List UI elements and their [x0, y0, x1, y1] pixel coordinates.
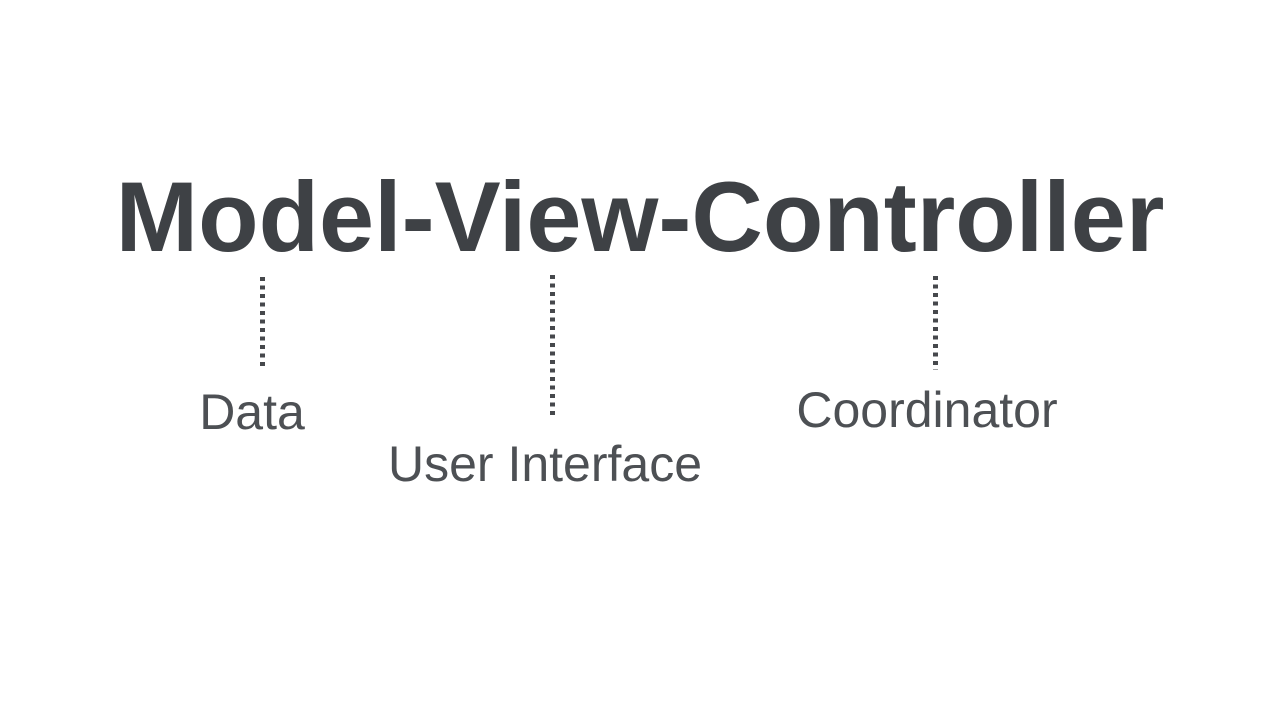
page-title: Model-View-Controller: [115, 161, 1165, 272]
dotted-connector-controller: [933, 276, 938, 370]
caption-model-data: Data: [199, 384, 305, 440]
caption-view-user-interface: User Interface: [387, 436, 703, 492]
dotted-connector-view: [550, 275, 555, 416]
dotted-connector-model: [260, 277, 265, 367]
caption-controller-coordinator: Coordinator: [796, 382, 1058, 438]
